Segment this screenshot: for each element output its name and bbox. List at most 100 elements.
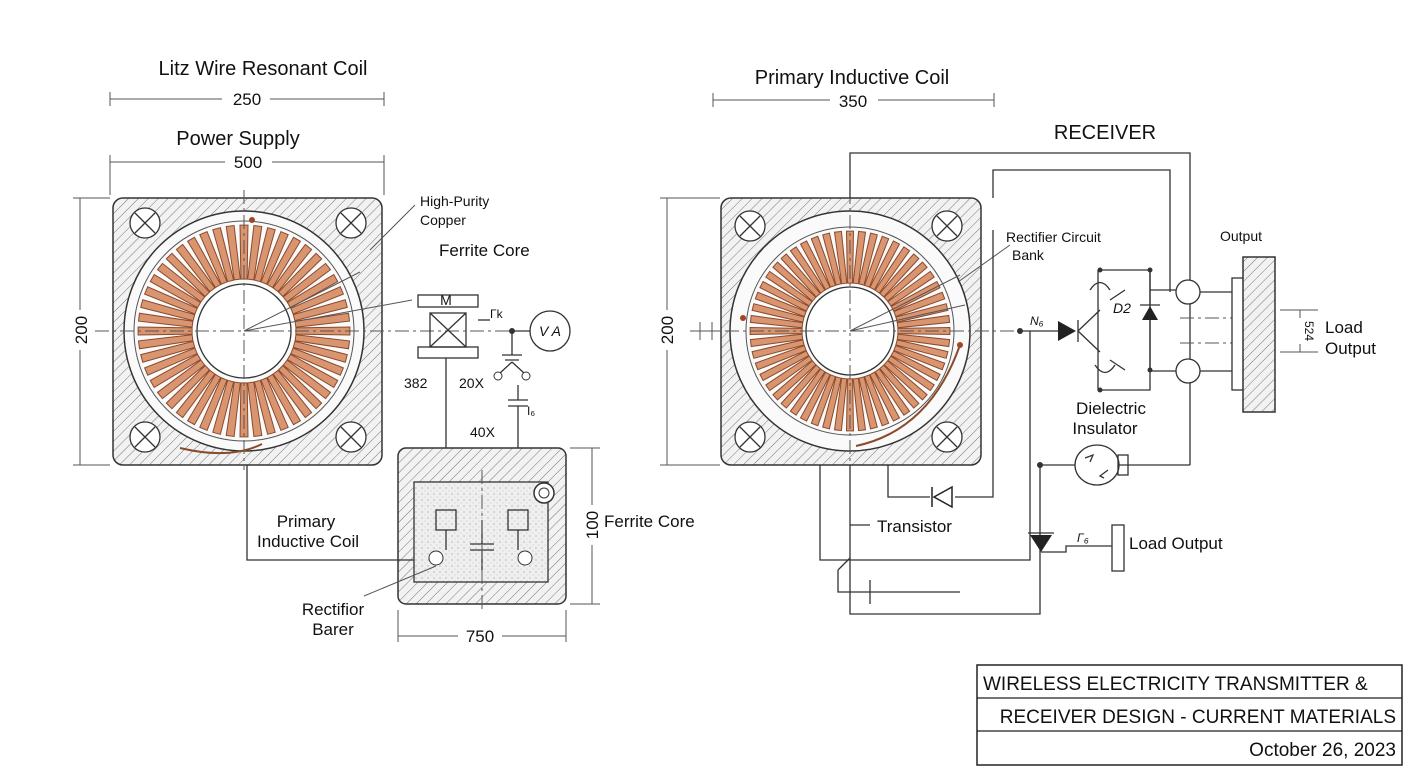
junction-dot [1017,328,1023,334]
winding-turn [156,262,206,303]
dim-box-height: 100 [583,511,602,539]
winding-turn [266,236,302,289]
terminal [517,550,533,566]
winding-turn [893,291,946,318]
winding-turn [290,286,345,315]
wire [445,530,519,550]
winding-turn [294,334,351,350]
terminal-icon-inner [538,487,550,499]
output-terminal-top [1175,279,1201,305]
winding-turn [199,230,228,285]
dim-height-right: 200 [658,316,677,344]
winding-turn [772,360,817,401]
winding-turn [799,371,831,422]
winding-turn [137,334,194,350]
winding-turn [869,240,901,291]
winding-turn [247,224,263,281]
winding-turn [749,333,804,348]
winding-turn [140,340,196,363]
label-i6: I₆ [527,404,535,418]
wire [992,169,1171,292]
winding-turn [896,333,951,348]
winding-turn [165,364,211,410]
winding-turn [156,359,206,400]
litz-coil-title: Litz Wire Resonant Coil [159,58,368,80]
output-terminal-bottom [1175,358,1201,384]
winding-turn [282,262,332,303]
label-40x: 40X [470,424,496,440]
bottom-plate [417,346,479,359]
winding-turn [863,374,890,427]
dim-box-width: 750 [466,627,494,646]
winding-turn [286,273,339,309]
winding-turn [751,303,805,323]
title-date: October 26, 2023 [1249,740,1396,761]
winding-turn [874,368,911,416]
lead-wire [179,443,263,455]
junction-dot [509,328,515,334]
terminal [428,550,444,566]
winding-turn [292,340,348,363]
leader-line [849,274,966,332]
winding-turn [789,246,826,294]
winding-turn [277,364,323,410]
label-rectifier-2: Barer [312,620,354,639]
insulator-body [1074,444,1120,486]
winding-turn [754,291,807,318]
winding-turn [272,243,313,293]
winding-turn [858,376,878,430]
bridge-frame [1097,269,1151,391]
winding-turn [294,312,351,328]
litz-coil-windings [133,220,355,442]
label-rectifier-1: Rectifier Circuit [1006,229,1101,245]
leader-line [369,204,416,251]
winding-turn [199,377,228,432]
wire [849,152,1191,280]
winding-turn [879,364,920,409]
switch-legs [499,361,525,374]
label-transistor: Transistor [877,517,952,536]
winding-turn [852,230,867,285]
center-line [1180,317,1232,344]
title-line-2: RECEIVER DESIGN - CURRENT MATERIALS [1000,707,1396,728]
winding-turn [887,355,935,392]
winding-turn [852,377,867,432]
leader-line [363,565,437,597]
insulator-arrows [1084,453,1109,479]
corner-bolts [734,210,963,453]
junction-dot [1097,387,1103,393]
winding-turn [759,350,810,382]
winding-turn [883,261,928,302]
terminal-dot [249,217,255,223]
winding-turn [225,224,241,281]
winding-turn [896,314,951,329]
title-line-1: WIRELESS ELECTRICITY TRANSMITTER & [983,674,1368,695]
winding-turn [247,381,263,438]
winding-turn [765,270,813,307]
bridge-arcs [1089,281,1116,374]
label-n6: N₆ [1030,314,1044,328]
winding-turn [833,230,848,285]
winding-turn [260,377,289,432]
winding-turn [874,246,911,294]
diode-vertical [1142,306,1158,320]
label-ferrite-core-box: Ferrite Core [604,512,695,531]
wire [1200,291,1232,372]
label-20x: 20X [459,375,485,391]
winding-turn [225,381,241,438]
dim-height-left: 200 [72,316,91,344]
lead-wire [855,344,961,447]
power-supply-title: Power Supply [176,128,299,150]
winding-turn [137,312,194,328]
winding-turn [165,252,211,298]
winding-turn [272,369,313,419]
wire [1150,289,1176,372]
label-copper-2: Copper [420,212,466,228]
label-m: M [440,292,452,308]
label-ferrite-core-top: Ferrite Core [439,241,530,260]
winding-turn [143,286,198,315]
capacitor-junction [502,330,530,361]
winding-turn [810,235,837,288]
wire [887,230,994,498]
terminal [521,371,531,381]
